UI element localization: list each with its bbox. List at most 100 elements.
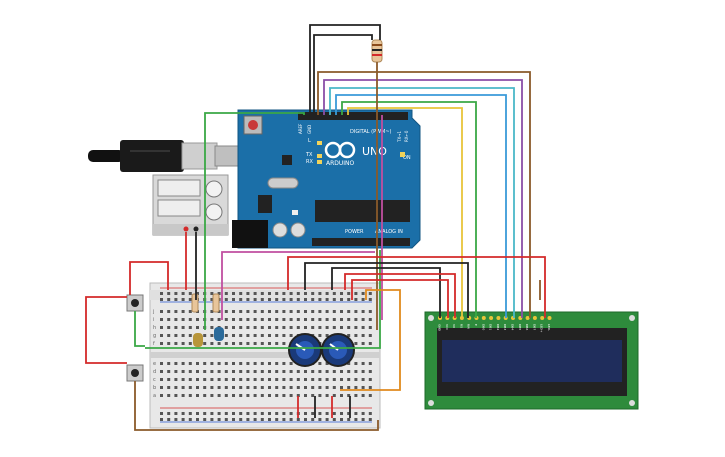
resistor-led-2[interactable]	[212, 293, 220, 313]
breadboard-hole	[325, 310, 329, 313]
breadboard-hole	[260, 318, 264, 321]
led-blue[interactable]	[214, 327, 224, 341]
breadboard-hole	[174, 342, 178, 345]
breadboard-hole	[160, 378, 163, 381]
lcd-pin[interactable]	[547, 316, 552, 320]
breadboard-hole	[304, 412, 307, 415]
breadboard-hole	[181, 386, 185, 389]
breadboard-hole	[289, 292, 293, 295]
lcd-pin-label: LED-	[547, 324, 551, 331]
breadboard-hole	[289, 318, 293, 321]
breadboard-hole	[325, 318, 329, 321]
lcd-pin[interactable]	[489, 316, 494, 320]
breadboard-hole	[347, 326, 351, 329]
lcd-display[interactable]	[424, 311, 639, 410]
breadboard-hole	[311, 326, 315, 329]
push-button-1[interactable]	[126, 294, 144, 312]
resistor-led-1[interactable]	[191, 293, 199, 313]
breadboard-hole	[311, 412, 315, 415]
breadboard-hole	[203, 394, 207, 397]
breadboard-hole	[188, 292, 192, 295]
breadboard-hole	[282, 394, 286, 397]
breadboard-hole	[224, 334, 228, 337]
lcd-pin-label: RW	[467, 324, 471, 329]
breadboard-hole	[361, 362, 365, 365]
breadboard-hole	[160, 418, 163, 421]
breadboard-hole	[210, 386, 214, 389]
breadboard-hole	[174, 326, 178, 329]
breadboard-hole	[282, 342, 286, 345]
rx-led-label: RX	[306, 159, 313, 165]
potentiometer-1[interactable]	[288, 333, 322, 367]
lcd-pin[interactable]	[496, 316, 501, 320]
breadboard-hole	[296, 394, 300, 397]
arduino-uno-board[interactable]: ARDUINO UNO DIGITAL (PWM~) POWER ANALOG …	[232, 109, 421, 249]
breadboard-hole	[368, 334, 372, 337]
breadboard-hole	[354, 292, 358, 295]
breadboard-hole	[332, 386, 336, 389]
breadboard-row-letter: i	[153, 317, 154, 323]
breadboard-hole	[203, 370, 207, 373]
lcd-pin-label: DB2	[496, 324, 500, 330]
breadboard-hole	[325, 362, 329, 365]
breadboard-hole	[296, 298, 300, 301]
breadboard-hole	[224, 394, 228, 397]
breadboard-hole	[253, 412, 257, 415]
breadboard-hole	[361, 298, 365, 301]
arduino-model-text: UNO	[362, 145, 387, 158]
power-header-label: POWER	[345, 229, 364, 235]
breadboard-hole	[268, 334, 271, 337]
breadboard-hole	[203, 342, 207, 345]
led-yellow[interactable]	[193, 333, 203, 347]
breadboard-hole	[224, 362, 228, 365]
breadboard-hole	[296, 326, 300, 329]
breadboard-hole	[304, 394, 307, 397]
breadboard-hole	[232, 310, 235, 313]
breadboard-hole	[368, 292, 372, 295]
breadboard-hole	[174, 394, 178, 397]
breadboard-hole	[318, 292, 322, 295]
breadboard-hole	[246, 394, 250, 397]
breadboard-hole	[188, 318, 192, 321]
breadboard-hole	[268, 342, 271, 345]
breadboard-hole	[304, 310, 307, 313]
breadboard-hole	[304, 318, 307, 321]
breadboard-hole	[246, 412, 250, 415]
breadboard-hole	[347, 292, 351, 295]
breadboard-hole	[332, 418, 336, 421]
lcd-pin[interactable]	[532, 316, 537, 320]
breadboard-hole	[361, 418, 365, 421]
breadboard-hole	[196, 394, 199, 397]
breadboard-hole	[260, 292, 264, 295]
breadboard-hole	[354, 378, 358, 381]
breadboard-hole	[354, 342, 358, 345]
tx1-pin-label: TX→1	[397, 130, 402, 143]
breadboard-hole	[174, 310, 178, 313]
resistor-top[interactable]	[371, 39, 383, 63]
breadboard-hole	[253, 334, 257, 337]
lcd-pin[interactable]	[525, 316, 530, 320]
breadboard-hole	[296, 370, 300, 373]
lcd-pin[interactable]	[540, 316, 545, 320]
breadboard-hole	[347, 418, 351, 421]
lcd-pin[interactable]	[481, 316, 486, 320]
breadboard-hole	[167, 326, 171, 329]
breadboard-hole	[347, 386, 351, 389]
breadboard-hole	[282, 310, 286, 313]
breadboard-hole	[268, 318, 271, 321]
breadboard-hole	[203, 378, 207, 381]
push-button-2[interactable]	[126, 364, 144, 382]
breadboard-hole	[260, 334, 264, 337]
breadboard-hole	[275, 412, 279, 415]
breadboard-hole	[296, 386, 300, 389]
breadboard-hole	[304, 386, 307, 389]
lcd-pin-label: V0	[452, 324, 456, 328]
breadboard-hole	[260, 298, 264, 301]
breadboard-hole	[224, 310, 228, 313]
breadboard-hole	[268, 298, 271, 301]
breadboard-hole	[181, 298, 185, 301]
breadboard-hole	[282, 362, 286, 365]
breadboard-hole	[253, 394, 257, 397]
potentiometer-2[interactable]	[321, 333, 355, 367]
breadboard-hole	[325, 394, 329, 397]
